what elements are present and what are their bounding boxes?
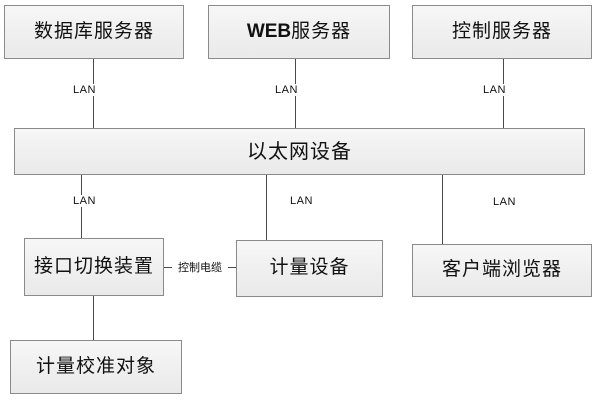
node-client-browser-label: 客户端浏览器	[441, 259, 562, 281]
connector-control-cable-left-segment	[164, 267, 173, 268]
node-web-server[interactable]: WEB服务器	[208, 5, 390, 59]
node-client-browser[interactable]: 客户端浏览器	[412, 244, 592, 297]
node-web-server-prefix: WEB	[246, 20, 292, 42]
connector-interface-switch-to-calibration-target	[93, 296, 94, 340]
node-database-server-label: 数据库服务器	[33, 20, 154, 42]
node-calibration-target-label: 计量校准对象	[35, 355, 156, 377]
edge-label-lan-interface-switch: LAN	[71, 195, 98, 207]
node-database-server[interactable]: 数据库服务器	[4, 5, 184, 59]
edge-label-lan-client-browser: LAN	[491, 196, 518, 208]
edge-label-lan-database: LAN	[71, 84, 98, 96]
node-ethernet-device[interactable]: 以太网设备	[14, 128, 585, 175]
node-calibration-target[interactable]: 计量校准对象	[10, 340, 182, 394]
node-ethernet-device-label: 以太网设备	[247, 140, 352, 163]
connector-ethernet-to-metering-device	[266, 175, 267, 240]
node-control-server-label: 控制服务器	[451, 20, 552, 42]
edge-label-lan-control: LAN	[481, 84, 508, 96]
edge-label-control-cable: 控制电缆	[172, 259, 228, 275]
edge-label-lan-web: LAN	[273, 84, 300, 96]
node-metering-device[interactable]: 计量设备	[236, 240, 383, 297]
node-control-server[interactable]: 控制服务器	[412, 5, 592, 59]
node-web-server-label: WEB服务器	[246, 20, 352, 43]
node-metering-device-label: 计量设备	[269, 257, 350, 279]
node-interface-switch-device[interactable]: 接口切换装置	[24, 238, 164, 296]
edge-label-lan-metering-device: LAN	[288, 195, 315, 207]
connector-control-cable-right-segment	[227, 267, 236, 268]
node-interface-switch-device-label: 接口切换装置	[33, 255, 154, 277]
node-web-server-suffix: 服务器	[291, 20, 352, 42]
connector-ethernet-to-client-browser	[442, 175, 443, 244]
